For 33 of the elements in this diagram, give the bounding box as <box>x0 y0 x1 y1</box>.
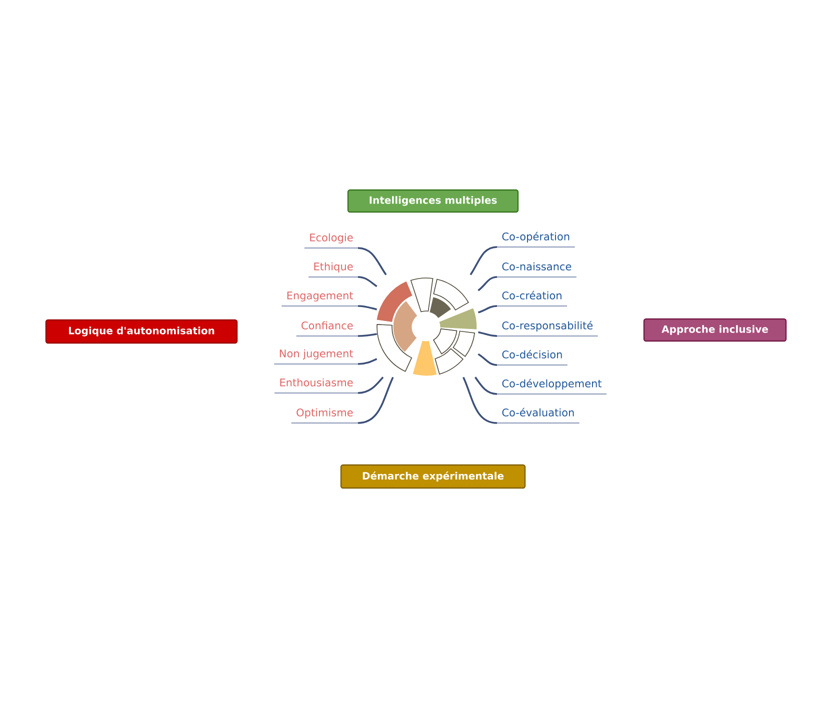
connector-line <box>358 376 384 394</box>
underlined-label: Ecologie <box>304 233 358 248</box>
connector-line <box>478 353 498 366</box>
topic-box: Intelligences multiples <box>347 189 519 213</box>
ring-chart-illustration <box>376 278 478 376</box>
underlined-label: Co-naissance <box>496 262 577 278</box>
connector-line <box>358 276 378 288</box>
connector-line <box>470 246 498 276</box>
underlined-label: Confiance <box>296 321 358 336</box>
underlined-label: Enthousiasme <box>274 378 358 394</box>
underlined-label: Optimisme <box>290 408 358 424</box>
connector-line <box>358 247 387 276</box>
underlined-label: Ethique <box>308 262 358 278</box>
connector-line <box>478 276 498 292</box>
topic-box: Approche inclusive <box>643 318 787 342</box>
connector-line <box>358 333 377 337</box>
underlined-label: Co-responsabilité <box>496 320 598 336</box>
underlined-label: Engagement <box>281 292 358 306</box>
underlined-label: Co-évaluation <box>496 408 580 424</box>
connector-line <box>478 331 498 337</box>
connector-line <box>358 305 378 310</box>
connector-line <box>474 376 498 395</box>
underlined-label: Non jugement <box>274 349 358 364</box>
connector-line <box>358 376 394 424</box>
topic-box: Logique d'autonomisation <box>45 319 238 344</box>
underlined-label: Co-opération <box>496 232 576 248</box>
underlined-label: Co-décision <box>496 350 568 366</box>
connector-line <box>358 358 378 365</box>
underlined-label: Co-développement <box>496 378 607 394</box>
connector-line <box>462 376 498 424</box>
connector-line <box>478 305 498 314</box>
underlined-label: Co-création <box>496 290 568 306</box>
topic-box: Démarche expérimentale <box>340 464 526 489</box>
